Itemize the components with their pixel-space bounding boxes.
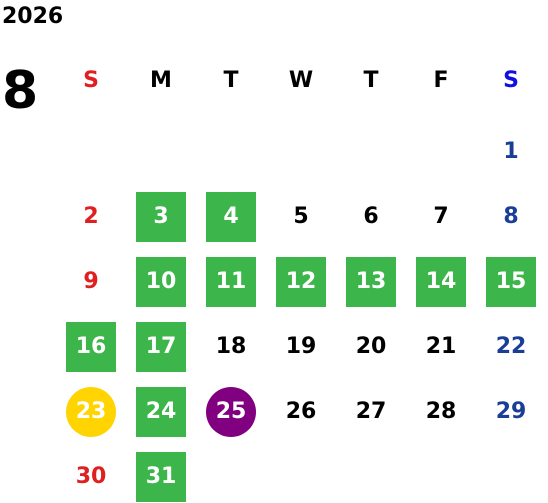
- day-cell-30[interactable]: 30: [75, 464, 107, 489]
- day-cell-8[interactable]: 8: [503, 204, 519, 229]
- day-cell-26[interactable]: 26: [285, 399, 317, 424]
- month-label: 8: [2, 61, 39, 121]
- day-cell-17[interactable]: 17: [136, 322, 186, 372]
- day-cell-11[interactable]: 11: [206, 257, 256, 307]
- weekday-header-wed: W: [288, 68, 314, 93]
- day-cell-18[interactable]: 18: [215, 334, 247, 359]
- day-cell-28[interactable]: 28: [425, 399, 457, 424]
- day-cell-15[interactable]: 15: [486, 257, 536, 307]
- day-cell-3[interactable]: 3: [136, 192, 186, 242]
- day-cell-4[interactable]: 4: [206, 192, 256, 242]
- day-cell-5[interactable]: 5: [293, 204, 309, 229]
- weekday-header-fri: F: [433, 68, 449, 93]
- day-cell-21[interactable]: 21: [425, 334, 457, 359]
- day-cell-22[interactable]: 22: [495, 334, 527, 359]
- day-cell-31[interactable]: 31: [136, 452, 186, 502]
- day-cell-20[interactable]: 20: [355, 334, 387, 359]
- day-cell-19[interactable]: 19: [285, 334, 317, 359]
- day-cell-14[interactable]: 14: [416, 257, 466, 307]
- day-cell-25[interactable]: 25: [206, 387, 256, 437]
- day-cell-27[interactable]: 27: [355, 399, 387, 424]
- day-cell-1[interactable]: 1: [503, 139, 519, 164]
- weekday-header-mon: M: [150, 68, 172, 93]
- year-label: 2026: [2, 4, 64, 29]
- weekday-header-sat: S: [503, 68, 519, 93]
- day-cell-24[interactable]: 24: [136, 387, 186, 437]
- day-cell-6[interactable]: 6: [363, 204, 379, 229]
- day-cell-16[interactable]: 16: [66, 322, 116, 372]
- day-cell-2[interactable]: 2: [83, 204, 99, 229]
- day-cell-29[interactable]: 29: [495, 399, 527, 424]
- weekday-header-tue: T: [223, 68, 239, 93]
- weekday-header-sun: S: [83, 68, 99, 93]
- day-cell-23[interactable]: 23: [66, 387, 116, 437]
- day-cell-12[interactable]: 12: [276, 257, 326, 307]
- day-cell-10[interactable]: 10: [136, 257, 186, 307]
- day-cell-13[interactable]: 13: [346, 257, 396, 307]
- day-cell-7[interactable]: 7: [433, 204, 449, 229]
- weekday-header-thu: T: [363, 68, 379, 93]
- day-cell-9[interactable]: 9: [83, 269, 99, 294]
